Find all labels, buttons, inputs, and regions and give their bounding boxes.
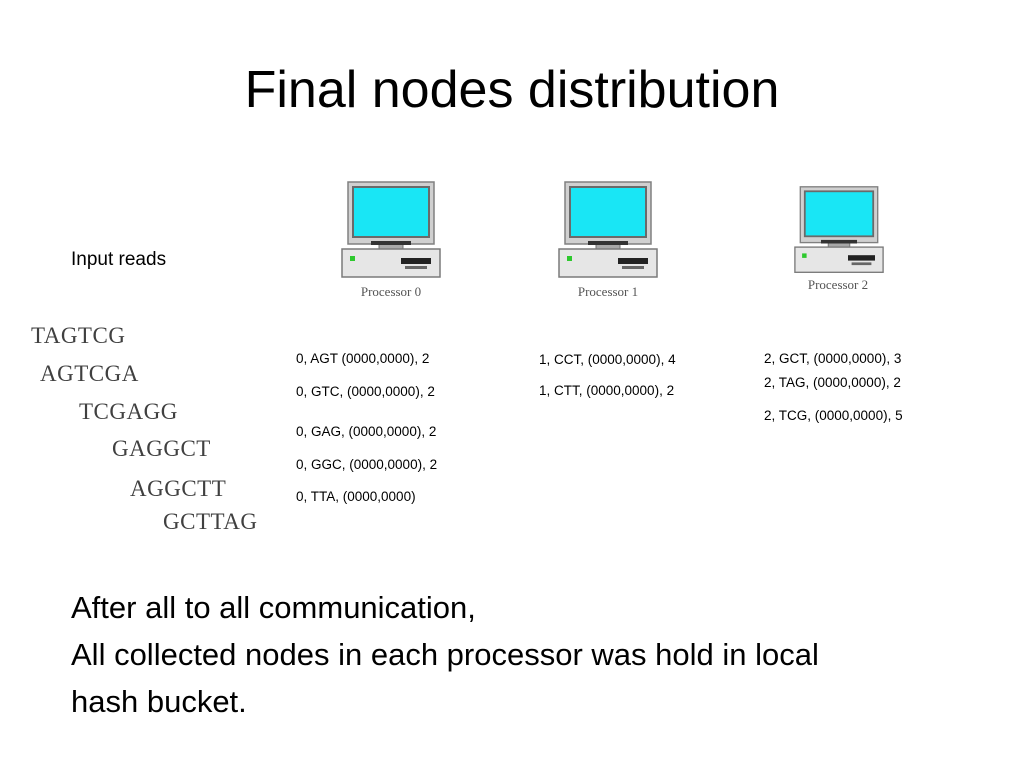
node-entry: 2, GCT, (0000,0000), 3 bbox=[764, 351, 902, 366]
computer-icon bbox=[341, 181, 441, 278]
node-entry: 0, GAG, (0000,0000), 2 bbox=[296, 424, 437, 439]
processor-label: Processor 0 bbox=[360, 284, 422, 299]
footer-text: After all to all communication, bbox=[71, 590, 476, 625]
node-entry: 1, CCT, (0000,0000), 4 bbox=[539, 352, 676, 367]
footer-text: All collected nodes in each processor wa… bbox=[71, 637, 819, 672]
node-entry: 0, AGT (0000,0000), 2 bbox=[296, 351, 430, 366]
processor-label: Processor 2 bbox=[807, 277, 869, 292]
node-entry: 1, CTT, (0000,0000), 2 bbox=[539, 383, 675, 398]
computer-icon bbox=[794, 186, 884, 273]
node-entry: 2, TAG, (0000,0000), 2 bbox=[764, 375, 901, 390]
computer-icon bbox=[558, 181, 658, 278]
page-title: Final nodes distribution bbox=[244, 61, 780, 119]
read-item: AGTCGA bbox=[40, 361, 139, 386]
read-item: GAGGCT bbox=[112, 436, 211, 461]
read-item: TCGAGG bbox=[79, 399, 178, 424]
node-entry: 0, TTA, (0000,0000) bbox=[296, 489, 416, 504]
read-item: GCTTAG bbox=[163, 509, 258, 534]
node-entry: 0, GTC, (0000,0000), 2 bbox=[296, 384, 435, 399]
read-item: AGGCTT bbox=[130, 476, 227, 501]
processor-label: Processor 1 bbox=[577, 284, 639, 299]
node-entry: 0, GGC, (0000,0000), 2 bbox=[296, 457, 438, 472]
input-reads-label: Input reads bbox=[71, 249, 167, 270]
footer-text: hash bucket. bbox=[71, 684, 247, 719]
node-entry: 2, TCG, (0000,0000), 5 bbox=[764, 408, 903, 423]
read-item: TAGTCG bbox=[31, 323, 126, 348]
